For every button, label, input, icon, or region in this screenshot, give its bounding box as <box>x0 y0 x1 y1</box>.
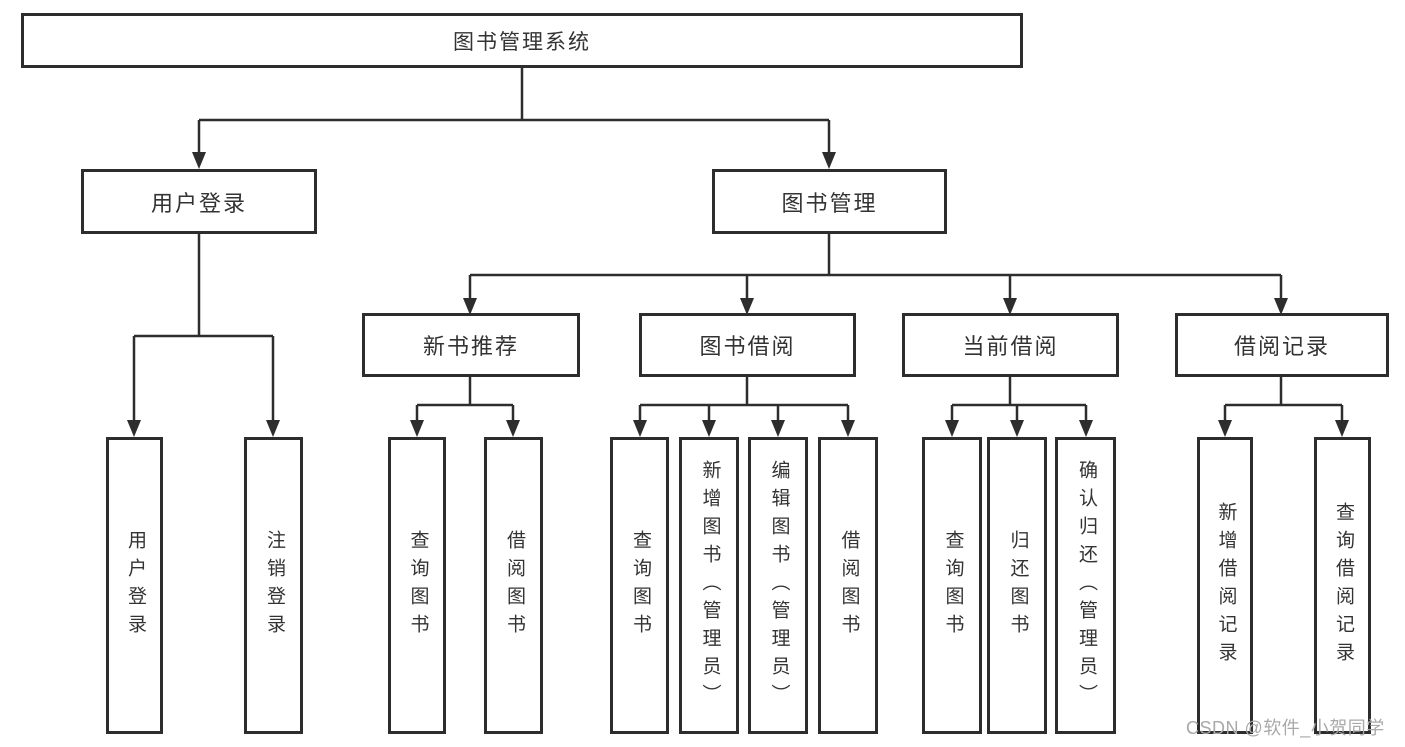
node-user-login-label: 用户登录 <box>150 190 247 216</box>
node-current-query-book-label: 查询图书 <box>942 529 964 642</box>
node-recommend-query-book: 查询图书 <box>388 437 446 734</box>
watermark: CSDN @软件_小贺同学 <box>1186 718 1385 738</box>
node-book-manage-label: 图书管理 <box>781 190 878 216</box>
node-new-book-recommend: 新书推荐 <box>362 313 580 377</box>
node-current-return-book-label: 归还图书 <box>1007 529 1029 642</box>
node-new-book-recommend-label: 新书推荐 <box>422 334 519 359</box>
node-borrow-edit-book: 编辑图书（管理员） <box>748 437 808 734</box>
node-recommend-query-book-label: 查询图书 <box>407 529 429 642</box>
node-user-login: 用户登录 <box>81 169 317 234</box>
node-root: 图书管理系统 <box>21 13 1023 68</box>
node-borrow-records-label: 借阅记录 <box>1233 334 1330 359</box>
node-book-manage: 图书管理 <box>712 169 947 234</box>
node-current-confirm-return: 确认归还（管理员） <box>1055 437 1116 734</box>
node-borrow-add-book-label: 新增图书（管理员） <box>699 459 721 712</box>
node-records-add-record: 新增借阅记录 <box>1197 437 1253 734</box>
node-logout: 注销登录 <box>244 437 303 734</box>
node-current-borrow-label: 当前借阅 <box>962 334 1059 359</box>
node-current-return-book: 归还图书 <box>987 437 1047 734</box>
node-root-label: 图书管理系统 <box>453 30 591 54</box>
node-recommend-borrow-book-label: 借阅图书 <box>503 529 525 642</box>
node-borrow-borrow-book-label: 借阅图书 <box>838 529 860 642</box>
node-borrow-query-book-label: 查询图书 <box>629 529 651 642</box>
node-current-borrow: 当前借阅 <box>902 313 1119 377</box>
node-borrow-add-book: 新增图书（管理员） <box>679 437 739 734</box>
node-recommend-borrow-book: 借阅图书 <box>484 437 543 734</box>
node-login: 用户登录 <box>106 437 163 734</box>
node-borrow-borrow-book: 借阅图书 <box>818 437 878 734</box>
node-current-confirm-return-label: 确认归还（管理员） <box>1075 459 1097 712</box>
node-login-label: 用户登录 <box>124 529 146 642</box>
arrowheads <box>127 152 1349 437</box>
node-borrow-records: 借阅记录 <box>1175 313 1389 377</box>
node-book-borrow-label: 图书借阅 <box>699 334 796 359</box>
node-book-borrow: 图书借阅 <box>639 313 856 377</box>
node-borrow-edit-book-label: 编辑图书（管理员） <box>768 459 790 712</box>
node-borrow-query-book: 查询图书 <box>610 437 669 734</box>
node-current-query-book: 查询图书 <box>922 437 982 734</box>
node-logout-label: 注销登录 <box>263 529 285 642</box>
node-records-query-record: 查询借阅记录 <box>1314 437 1371 734</box>
node-records-query-record-label: 查询借阅记录 <box>1332 501 1354 670</box>
node-records-add-record-label: 新增借阅记录 <box>1215 501 1237 670</box>
